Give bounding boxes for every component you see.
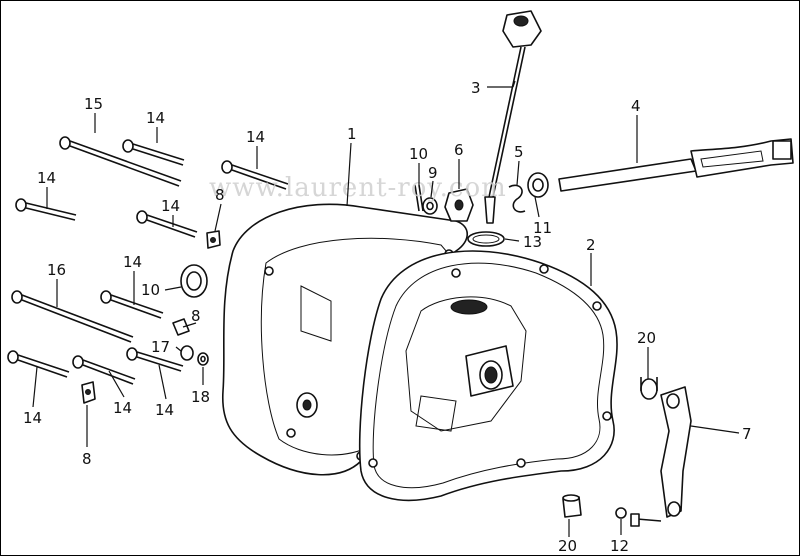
callout-2: 2 (586, 236, 596, 254)
dowel-20-bottom (562, 494, 582, 518)
callout-20: 20 (637, 329, 656, 347)
o-ring-13 (467, 231, 505, 247)
clip-8-top (206, 230, 221, 249)
callout-14: 14 (161, 197, 180, 215)
callout-14: 14 (123, 253, 142, 271)
callout-6: 6 (454, 141, 464, 159)
callout-10: 10 (141, 281, 160, 299)
bolt-16 (11, 290, 134, 343)
clip-8-mid (172, 318, 190, 336)
callout-20: 20 (558, 537, 577, 555)
callout-8: 8 (215, 186, 225, 204)
bolt-14-top-right (221, 160, 289, 190)
callout-13: 13 (523, 233, 542, 251)
washer-12 (615, 507, 627, 519)
leader-lines (32, 80, 740, 537)
callout-8: 8 (191, 307, 201, 325)
callout-14: 14 (246, 128, 265, 146)
callout-16: 16 (47, 261, 66, 279)
seal-11 (527, 172, 549, 198)
bolt-14-top (122, 139, 185, 166)
callout-4: 4 (631, 97, 641, 115)
callout-3: 3 (471, 79, 481, 97)
bolt-14-center (100, 290, 164, 319)
callout-14: 14 (146, 109, 165, 127)
dowel-20-top (640, 377, 658, 400)
callout-12: 12 (610, 537, 629, 555)
bolt-14-low-mid (72, 355, 136, 385)
bolt-14-low-right (126, 347, 184, 372)
dipstick-3 (484, 10, 542, 224)
callout-5: 5 (514, 143, 524, 161)
callout-8: 8 (82, 450, 92, 468)
callout-9: 9 (428, 164, 438, 182)
watermark-text: www.laurent-roy.com (209, 173, 507, 203)
bolt-14-left (15, 198, 77, 221)
clip-8-bottom (81, 381, 96, 404)
washer-18 (197, 352, 209, 366)
callout-labels: 15 14 14 14 14 8 16 14 10 8 17 18 14 14 … (23, 79, 752, 555)
callout-17: 17 (151, 338, 170, 356)
callout-14: 14 (23, 409, 42, 427)
callout-14: 14 (37, 169, 56, 187)
callout-15: 15 (84, 95, 103, 113)
crankcase-interior (405, 296, 527, 432)
callout-14: 14 (113, 399, 132, 417)
callout-18: 18 (191, 388, 210, 406)
spring-5 (508, 184, 526, 213)
bolt-12 (630, 513, 662, 527)
nut-6 (444, 188, 474, 222)
kick-shaft-4 (558, 138, 794, 192)
dowel-17 (180, 345, 194, 361)
washer-9 (422, 197, 438, 215)
bolt-14-mid (136, 210, 198, 238)
callout-7: 7 (742, 425, 752, 443)
bracket-7 (660, 386, 692, 518)
bolt-14-low-left (7, 350, 70, 378)
oil-seal-10-left (180, 264, 208, 298)
callout-1: 1 (347, 125, 357, 143)
callout-11: 11 (533, 219, 552, 237)
callout-14: 14 (155, 401, 174, 419)
bolt-15 (59, 136, 182, 187)
callout-10: 10 (409, 145, 428, 163)
